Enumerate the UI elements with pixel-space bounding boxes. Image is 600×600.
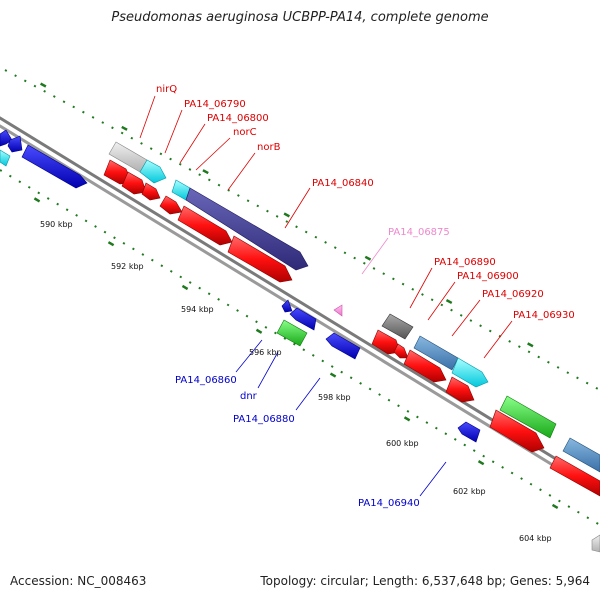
forward-gene-labels: nirQ PA14_06790 PA14_06800 norC norB PA1… (156, 84, 575, 321)
lower-tick-rows (0, 169, 600, 535)
tick-label-600: 600 kbp (386, 439, 419, 448)
topology-text: Topology: circular; Length: 6,537,648 bp… (260, 574, 590, 588)
tick-label-592: 592 kbp (111, 262, 144, 271)
label-PA14_06880[interactable]: PA14_06880 (233, 414, 295, 425)
gene-norC[interactable] (185, 187, 309, 271)
highlight-leader-line (361, 237, 389, 275)
gene-left-blue-3[interactable] (21, 144, 88, 189)
gene-PA14_06890[interactable] (381, 313, 414, 340)
accession-text: Accession: NC_008463 (10, 574, 147, 588)
tick-label-604: 604 kbp (519, 534, 552, 543)
gene-red-10[interactable] (489, 409, 545, 453)
gene-PA14_06790[interactable] (139, 159, 167, 184)
label-PA14_06900[interactable]: PA14_06900 (457, 271, 519, 282)
tick-label-598: 598 kbp (318, 393, 351, 402)
gene-right-steel[interactable] (562, 437, 600, 473)
gene-PA14_06880[interactable] (325, 332, 361, 360)
gene-red-8[interactable] (403, 349, 447, 383)
label-norB[interactable]: norB (257, 142, 281, 153)
gene-PA14_06920[interactable] (451, 357, 489, 388)
gene-right-red[interactable] (549, 455, 600, 497)
label-dnr[interactable]: dnr (240, 391, 258, 402)
tick-label-594: 594 kbp (181, 305, 214, 314)
gene-PA14_06900[interactable] (413, 335, 459, 371)
page-title: Pseudomonas aeruginosa UCBPP-PA14, compl… (111, 10, 489, 25)
tick-label-596: 596 kbp (249, 348, 282, 357)
label-PA14_06790[interactable]: PA14_06790 (184, 99, 246, 110)
label-PA14_06875[interactable]: PA14_06875 (388, 227, 450, 238)
gene-red-4[interactable] (159, 195, 183, 215)
gene-left-blue-1[interactable] (0, 129, 13, 147)
gene-red-6[interactable] (371, 329, 401, 355)
label-PA14_06920[interactable]: PA14_06920 (482, 289, 544, 300)
gene-red-2[interactable] (121, 171, 147, 195)
gene-red-7[interactable] (393, 343, 409, 359)
gene-dnr[interactable] (276, 319, 308, 347)
tick-label-590: 590 kbp (40, 220, 73, 229)
label-PA14_06840[interactable]: PA14_06840 (312, 178, 374, 189)
gene-PA14_06940[interactable] (457, 421, 481, 443)
reverse-leader-lines (235, 339, 447, 497)
gene-left-blue-2[interactable] (7, 135, 23, 153)
tick-label-602: 602 kbp (453, 487, 486, 496)
label-PA14_06800[interactable]: PA14_06800 (207, 113, 269, 124)
gene-left-cyan[interactable] (0, 149, 11, 167)
position-tick-labels: 590 kbp 592 kbp 594 kbp 596 kbp 598 kbp … (40, 220, 552, 543)
label-norC[interactable]: norC (233, 127, 257, 138)
gene-PA14_06875[interactable] (333, 304, 343, 317)
gene-PA14_06860[interactable] (289, 307, 317, 331)
gene-red-5[interactable] (177, 205, 233, 246)
gene-blue-small-1[interactable] (281, 299, 293, 313)
gene-right-gray[interactable] (591, 534, 600, 553)
label-PA14_06890[interactable]: PA14_06890 (434, 257, 496, 268)
label-nirQ[interactable]: nirQ (156, 84, 177, 95)
upper-tick-rows (0, 60, 600, 391)
gene-red-9[interactable] (445, 376, 475, 403)
forward-leader-lines (139, 95, 513, 359)
gene-PA14_06840[interactable] (227, 235, 293, 283)
gene-red-3[interactable] (141, 182, 161, 201)
label-PA14_06930[interactable]: PA14_06930 (513, 310, 575, 321)
gene-PA14_06930[interactable] (499, 395, 557, 439)
label-PA14_06940[interactable]: PA14_06940 (358, 498, 420, 509)
reverse-gene-labels: PA14_06860 dnr PA14_06880 PA14_06940 (175, 375, 420, 509)
label-PA14_06860[interactable]: PA14_06860 (175, 375, 237, 386)
